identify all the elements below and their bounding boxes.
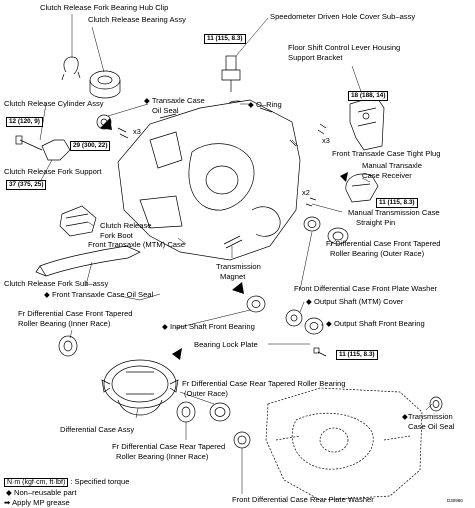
label-fork-sub: Clutch Release Fork Sub–assy [4,279,109,288]
label-fork-support: Clutch Release Fork Support [4,167,102,176]
case-receiver-part [345,173,379,203]
label-text: O–Ring [255,100,282,109]
rear-oil-seal-part [429,396,443,412]
transmission-case-part [265,387,423,501]
label-floor-shift-2: Support Bracket [288,53,343,62]
mp-grease-arrow [172,348,182,360]
label-cylinder-assy: Clutch Release Cylinder Assy [4,99,104,108]
lock-plate-bolt-part [313,347,327,357]
label-rear-plate-washer: Front Differential Case Rear Plate Washe… [232,495,374,504]
plate-washer-part [303,216,321,232]
label-case-receiver-1: Manual Transaxle [362,161,422,170]
multiplier-bracket: x3 [322,136,330,145]
label-tight-plug: Front Transaxle Case Tight Plug [332,149,441,158]
legend-torque-unit: N·m (kgf·cm, ft·lbf) [4,478,69,487]
legend-text: Non–reusable part [13,488,77,497]
leader-lines [39,14,433,494]
hub-clip-part [61,56,81,81]
label-bearing-assy: Clutch Release Bearing Assy [88,15,186,24]
label-rear-outer-2: (Outer Race) [184,389,228,398]
torque-box-speedometer: 11 (115, 8.3) [204,34,246,44]
label-inner-race-2: Roller Bearing (Inner Race) [18,319,111,328]
rear-outer-race-part [209,402,231,422]
arrow-icon: ➡ [4,498,11,507]
legend-non-reusable: ◆ Non–reusable part [6,488,76,497]
input-bearing-part [246,295,266,313]
label-text: Output Shaft Front Bearing [333,319,425,328]
label-input-bearing: ◆ Input Shaft Front Bearing [162,322,255,331]
label-text: Output Shaft (MTM) Cover [313,297,404,306]
speedometer-cover-part [221,55,246,108]
label-rear-oil-seal-1: ◆Transmission [402,412,453,421]
label-bearing-lock: Bearing Lock Plate [194,340,258,349]
label-rear-inner-2: Roller Bearing (Inner Race) [116,452,209,461]
diamond-icon: ◆ [6,488,12,497]
legend-text: Apply MP grease [12,498,70,507]
legend-torque-desc: : Specified torque [70,477,130,486]
torque-box-fork-support: 37 (375, 25) [6,180,47,190]
label-rear-inner-1: Fr Differential Case Rear Tapered [112,442,226,451]
label-rear-outer-1: Fr Differential Case Rear Tapered Roller… [182,379,346,388]
multiplier-oil-seal: x3 [133,127,141,136]
label-text: Front Transaxle Case Oil Seal [51,290,154,299]
label-oil-seal-top-1: ◆ Transaxle Case [144,96,205,105]
release-bearing-part [89,70,121,99]
differential-part [101,359,179,416]
magnet-part [223,235,243,249]
label-floor-shift-1: Floor Shift Control Lever Housing [288,43,401,52]
label-magnet-2: Magnet [220,272,246,281]
label-output-cover: ◆ Output Shaft (MTM) Cover [306,297,404,306]
mp-grease-arrow [100,118,112,130]
label-fork-boot-2: Fork Boot [100,231,133,240]
label-diff-case: Differential Case Assy [60,425,135,434]
straight-pin-part [305,197,317,207]
torque-box-receiver: 11 (115, 8.3) [376,198,418,208]
label-front-case-oil-seal: ◆ Front Transaxle Case Oil Seal [44,290,154,299]
legend-mp-grease: ➡ Apply MP grease [4,498,70,507]
mp-grease-arrow [340,172,348,182]
label-text: Transmission [407,412,453,421]
label-case-receiver-2: Case Receiver [362,171,412,180]
label-speedometer-cover: Speedometer Driven Hole Cover Sub–assy [270,12,416,21]
label-straight-pin-1: Manual Transmission Case [348,208,440,217]
label-rear-oil-seal-2: Case Oil Seal [408,422,455,431]
rear-plate-washer-part [233,431,251,449]
torque-box-case-bolts: 29 (300, 22) [70,141,111,151]
label-hub-clip: Clutch Release Fork Bearing Hub Clip [40,3,169,12]
output-cover-part [285,309,303,327]
release-fork-part [35,245,141,277]
label-magnet-1: Transmission [216,262,261,271]
multiplier-pin: x2 [302,188,310,197]
drawing-code: D30980 [447,498,463,503]
fork-boot-part [59,205,97,237]
torque-box-cylinder: 12 (120, 9) [6,117,43,127]
label-front-case: Front Transaxle (MTM) Case [88,240,186,249]
label-straight-pin-2: Straight Pin [356,218,396,227]
torque-box-lock-plate: 11 (115, 8.3) [336,350,378,360]
label-output-bearing: ◆ Output Shaft Front Bearing [326,319,425,328]
cylinder-assy-part [15,135,71,161]
label-text: Input Shaft Front Bearing [169,322,255,331]
label-text: Transaxle Case [151,96,205,105]
label-outer-race-2: Roller Bearing (Outer Race) [330,249,425,258]
torque-box-bracket: 18 (188, 14) [348,91,389,101]
label-inner-race-1: Fr Differential Case Front Tapered [18,309,133,318]
rear-inner-race-part [176,401,196,423]
direction-arrows [100,118,348,360]
label-fork-boot-1: Clutch Release [100,221,152,230]
label-oring: ◆ O–Ring [248,100,282,109]
outer-race-part [327,227,349,245]
front-inner-race-part [58,335,78,357]
mp-grease-arrow [232,282,244,294]
label-oil-seal-top-2: Oil Seal [152,106,179,115]
label-plate-washer: Front Differential Case Front Plate Wash… [294,284,438,293]
transaxle-case-part [117,99,301,261]
legend-torque: N·m (kgf·cm, ft·lbf): Specified torque [4,477,129,487]
output-bearing-part [304,317,324,335]
label-outer-race-1: Fr Differential Case Front Tapered [326,239,441,248]
